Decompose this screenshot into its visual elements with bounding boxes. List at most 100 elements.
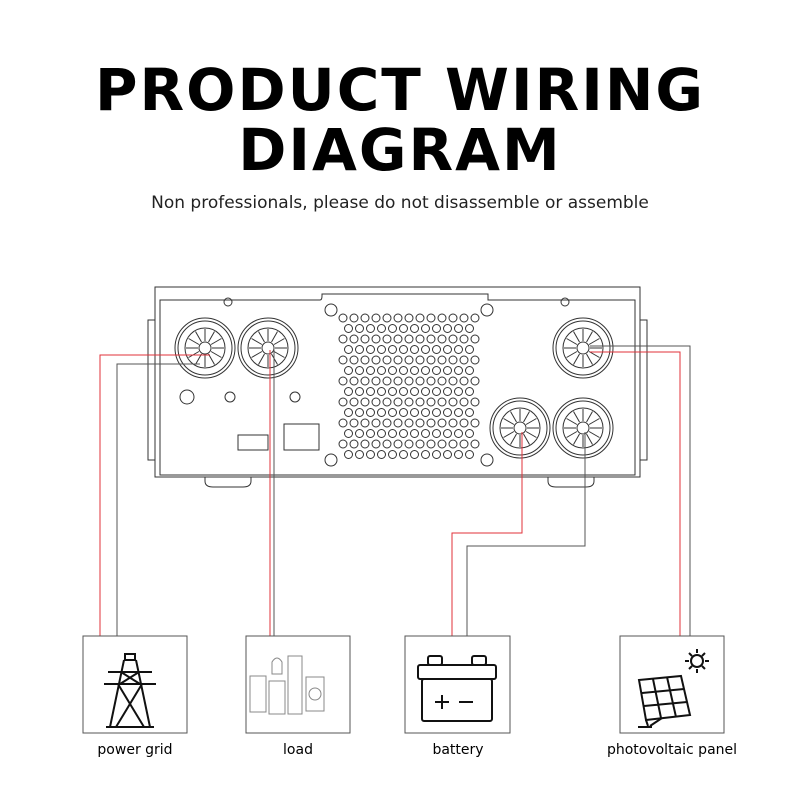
vent-hole <box>410 387 419 396</box>
usb-port <box>237 434 269 451</box>
vent-hole <box>382 418 392 428</box>
vent-hole <box>349 376 359 386</box>
vent-hole <box>443 366 452 375</box>
vent-hole <box>338 418 348 428</box>
vent-hole <box>437 397 447 407</box>
vent-hole <box>426 397 436 407</box>
transmission-tower-icon <box>104 653 156 728</box>
vent-hole <box>454 324 463 333</box>
vent-hole <box>410 366 419 375</box>
vent-hole <box>470 418 480 428</box>
vent-hole <box>448 397 458 407</box>
vent-hole <box>344 345 353 354</box>
vent-hole <box>426 313 436 323</box>
vent-hole <box>421 324 430 333</box>
vent-hole <box>355 450 364 459</box>
vent-hole <box>410 345 419 354</box>
cable-gland <box>552 317 614 379</box>
vent-hole <box>465 408 474 417</box>
vent-hole <box>349 313 359 323</box>
vent-hole <box>377 429 386 438</box>
vent-hole <box>421 450 430 459</box>
vent-hole <box>465 429 474 438</box>
vent-hole <box>454 387 463 396</box>
solar-panel-icon <box>637 649 709 728</box>
vent-hole <box>443 387 452 396</box>
vent-hole <box>448 418 458 428</box>
vent-hole <box>437 334 447 344</box>
vent-hole <box>410 408 419 417</box>
vent-hole <box>388 429 397 438</box>
vent-hole <box>404 355 414 365</box>
vent-hole <box>399 387 408 396</box>
vent-hole <box>338 397 348 407</box>
vent-hole <box>393 397 403 407</box>
vent-hole <box>371 313 381 323</box>
vent-hole <box>366 429 375 438</box>
vent-hole <box>437 418 447 428</box>
inverter-device <box>147 286 648 488</box>
vent-hole <box>459 418 469 428</box>
vent-hole <box>432 450 441 459</box>
vent-hole <box>399 324 408 333</box>
vent-hole <box>355 345 364 354</box>
vent-hole <box>415 418 425 428</box>
vent-hole <box>393 439 403 449</box>
vent-hole <box>377 450 386 459</box>
vent-hole <box>404 313 414 323</box>
power-grid-label: power grid <box>97 742 173 758</box>
vent-hole <box>393 418 403 428</box>
vent-hole <box>426 334 436 344</box>
vent-hole <box>349 418 359 428</box>
vent-hole <box>388 366 397 375</box>
vent-hole <box>470 376 480 386</box>
vent-hole <box>410 324 419 333</box>
load-label: load <box>283 742 313 758</box>
vent-hole <box>366 324 375 333</box>
vent-hole <box>470 439 480 449</box>
vent-hole <box>448 439 458 449</box>
vent-hole <box>360 418 370 428</box>
vent-hole <box>459 439 469 449</box>
vent-hole <box>360 376 370 386</box>
vent-hole <box>382 439 392 449</box>
wires <box>99 345 691 636</box>
vent-hole <box>399 429 408 438</box>
vent-hole <box>338 334 348 344</box>
vent-hole <box>399 408 408 417</box>
vent-hole <box>355 429 364 438</box>
vent-hole <box>454 450 463 459</box>
vent-hole <box>432 324 441 333</box>
vent-hole <box>454 345 463 354</box>
vent-hole <box>437 355 447 365</box>
vent-hole <box>465 366 474 375</box>
vent-hole <box>404 376 414 386</box>
vent-hole <box>349 355 359 365</box>
cable-gland <box>489 397 551 459</box>
vent-hole <box>465 345 474 354</box>
vent-hole <box>382 376 392 386</box>
vent-hole <box>393 376 403 386</box>
vent-hole <box>393 334 403 344</box>
vent-hole <box>360 439 370 449</box>
vent-hole <box>382 334 392 344</box>
vent-hole <box>355 387 364 396</box>
vent-hole <box>426 418 436 428</box>
vent-hole <box>459 376 469 386</box>
vent-hole <box>448 355 458 365</box>
appliances-icon <box>249 655 325 715</box>
vent-hole <box>404 439 414 449</box>
vent-hole <box>382 313 392 323</box>
cable-gland <box>174 317 236 379</box>
photovoltaic-box <box>619 635 725 734</box>
vent-hole <box>388 324 397 333</box>
vent-hole <box>470 313 480 323</box>
vent-hole <box>448 334 458 344</box>
vent-hole <box>421 345 430 354</box>
vent-hole <box>415 397 425 407</box>
vent-hole <box>344 324 353 333</box>
vent-hole <box>448 376 458 386</box>
load-box <box>245 635 351 734</box>
vent-hole <box>388 345 397 354</box>
vent-hole <box>421 387 430 396</box>
